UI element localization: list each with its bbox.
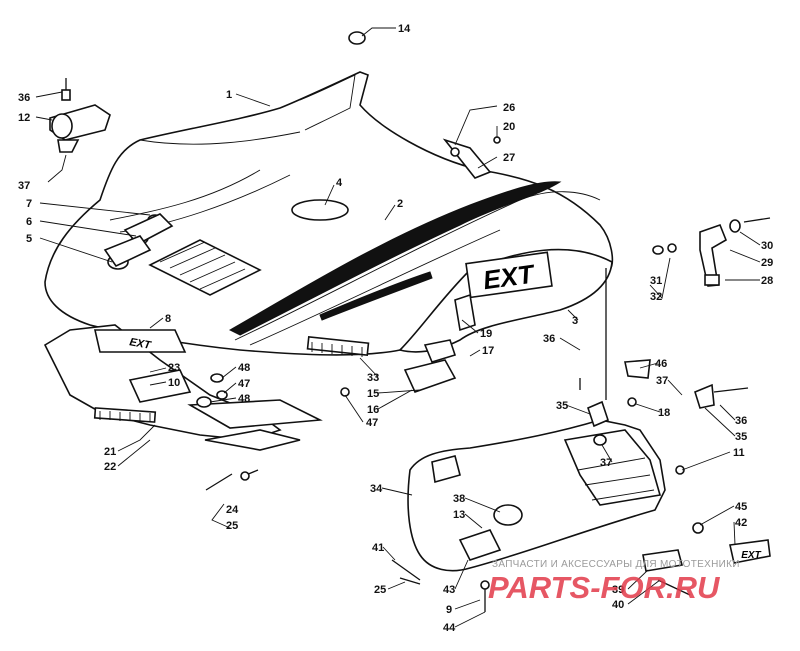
side-panel: EXT — [398, 248, 613, 353]
callout-32: 32 — [650, 291, 662, 303]
bottom-fasteners — [205, 465, 691, 612]
callout-22: 22 — [104, 461, 116, 473]
callout-20: 20 — [503, 121, 515, 133]
callout-48: 48 — [238, 362, 250, 374]
site-watermark: ЗАПЧАСТИ И АКСЕССУАРЫ ДЛЯ МОТОТЕХНИКИ PA… — [488, 559, 740, 605]
leader-lines — [35, 27, 761, 628]
callout-36: 36 — [18, 92, 30, 104]
callout-45: 45 — [735, 501, 747, 513]
hinge-hardware — [348, 31, 501, 179]
callout-31: 31 — [650, 275, 662, 287]
callout-18: 18 — [658, 407, 670, 419]
callout-29: 29 — [761, 257, 773, 269]
callout-37: 37 — [656, 375, 668, 387]
callout-43: 43 — [443, 584, 455, 596]
callout-37: 37 — [18, 180, 30, 192]
callout-34: 34 — [370, 483, 383, 495]
hood-stripe-decal — [228, 181, 601, 346]
callout-27: 27 — [503, 152, 515, 164]
callout-11: 11 — [733, 447, 745, 459]
callout-37: 37 — [600, 457, 612, 469]
callout-17: 17 — [482, 345, 494, 357]
callout-5: 5 — [26, 233, 32, 245]
callout-33: 33 — [367, 372, 379, 384]
callout-47: 47 — [366, 417, 378, 429]
callout-28: 28 — [761, 275, 773, 287]
callout-6: 6 — [26, 216, 32, 228]
callout-15: 15 — [367, 388, 379, 400]
callout-48: 48 — [238, 393, 250, 405]
callout-47: 47 — [238, 378, 250, 390]
middle-hardware — [196, 293, 476, 408]
callout-4: 4 — [336, 177, 343, 189]
callout-16: 16 — [367, 404, 379, 416]
callout-41: 41 — [372, 542, 384, 554]
nose-badge: EXT — [128, 336, 152, 352]
callout-40: 40 — [612, 599, 624, 611]
callout-14: 14 — [398, 23, 411, 35]
callout-12: 12 — [18, 112, 30, 124]
headlight-bracket — [49, 78, 111, 153]
callout-2: 2 — [397, 198, 403, 210]
callout-3: 3 — [572, 315, 578, 327]
callout-7: 7 — [26, 198, 32, 210]
console-assembly — [407, 268, 666, 572]
callout-13: 13 — [453, 509, 465, 521]
hood-latch — [652, 217, 771, 287]
callout-labels: 14 1 36 12 26 20 27 37 4 7 6 5 2 30 29 2… — [18, 23, 773, 634]
callout-9: 9 — [446, 604, 452, 616]
hood-model-decal: EXT — [481, 258, 537, 295]
callout-8: 8 — [165, 313, 171, 325]
tail-badges: EXT — [642, 522, 771, 572]
tail-badge: EXT — [741, 550, 761, 561]
watermark-caption: ЗАПЧАСТИ И АКСЕССУАРЫ ДЛЯ МОТОТЕХНИКИ — [492, 559, 740, 570]
callout-46: 46 — [655, 358, 667, 370]
callout-10: 10 — [168, 377, 180, 389]
callout-42: 42 — [735, 517, 747, 529]
callout-26: 26 — [503, 102, 515, 114]
callout-25: 25 — [226, 520, 238, 532]
callout-36: 36 — [735, 415, 747, 427]
callout-30: 30 — [761, 240, 773, 252]
callout-21: 21 — [104, 446, 116, 458]
callout-38: 38 — [453, 493, 465, 505]
watermark-site: PARTS-FOR.RU — [488, 570, 721, 605]
callout-35: 35 — [735, 431, 747, 443]
callout-25: 25 — [374, 584, 386, 596]
callout-1: 1 — [226, 89, 232, 101]
right-bracket — [624, 359, 749, 409]
callout-44: 44 — [443, 622, 456, 634]
callout-24: 24 — [226, 504, 239, 516]
callout-23: 23 — [168, 362, 180, 374]
callout-19: 19 — [480, 328, 492, 340]
callout-39: 39 — [612, 584, 624, 596]
callout-36: 36 — [543, 333, 555, 345]
callout-35: 35 — [556, 400, 568, 412]
